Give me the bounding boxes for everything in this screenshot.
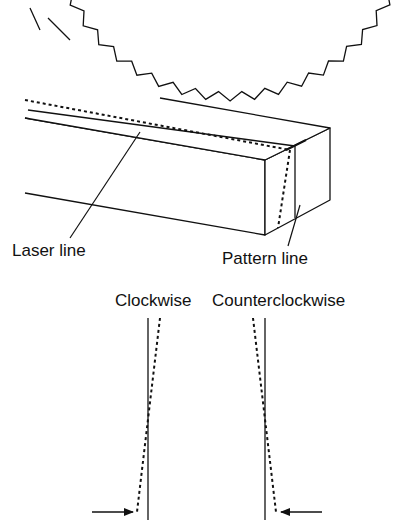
direction-label: Clockwise (115, 292, 192, 311)
saw-blade (30, 0, 390, 101)
saw-teeth (70, 0, 390, 101)
part-label: Pattern line (222, 250, 308, 269)
clockwise-diagram (92, 318, 160, 520)
part-label: Laser line (12, 242, 86, 261)
direction-label: Counterclockwise (212, 292, 345, 311)
laser-line (25, 100, 290, 228)
blade-edge (30, 8, 70, 40)
board (25, 98, 330, 235)
counterclockwise-diagram (253, 318, 322, 520)
leader-line (70, 132, 300, 246)
